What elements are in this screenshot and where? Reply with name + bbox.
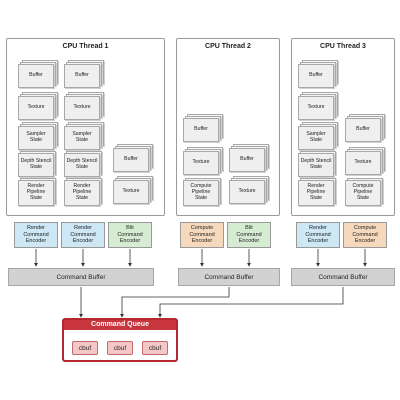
command-buffer-3: Command Buffer	[291, 268, 395, 286]
t3b-buffer: Buffer	[345, 114, 385, 142]
cbuf-2: cbuf	[107, 341, 133, 355]
t1c-texture: Texture	[113, 176, 153, 204]
cbuf-1: cbuf	[72, 341, 98, 355]
command-queue: Command Queue cbuf cbuf cbuf	[62, 318, 178, 362]
command-queue-title: Command Queue	[64, 320, 176, 330]
t3-compute-encoder: Compute Command Encoder	[343, 222, 387, 248]
t1a-render-pipeline-state: Render Pipeline State	[18, 178, 56, 206]
t2a-texture: Texture	[183, 147, 223, 175]
t1-render-encoder-2: Render Command Encoder	[61, 222, 105, 248]
t3a-buffer: Buffer	[298, 60, 338, 88]
t1b-buffer: Buffer	[64, 60, 104, 88]
cpu-thread-3-title: CPU Thread 3	[320, 43, 366, 50]
t1a-texture: Texture	[18, 92, 58, 120]
t1b-render-pipeline-state: Render Pipeline State	[64, 178, 102, 206]
t1b-sampler-state: Sampler State	[64, 122, 104, 150]
cpu-thread-1-title: CPU Thread 1	[62, 43, 109, 50]
t1-render-encoder-1: Render Command Encoder	[14, 222, 58, 248]
t2a-buffer: Buffer	[183, 114, 223, 142]
cbuf-3: cbuf	[142, 341, 168, 355]
t3a-texture: Texture	[298, 92, 338, 120]
t1a-buffer: Buffer	[18, 60, 58, 88]
command-buffer-1: Command Buffer	[8, 268, 154, 286]
arrow-cb3-queue	[158, 287, 344, 318]
t2-compute-encoder: Compute Command Encoder	[180, 222, 224, 248]
t1-blit-encoder: Blit Command Encoder	[108, 222, 152, 248]
t3-render-encoder: Render Command Encoder	[296, 222, 340, 248]
t2a-compute-pipeline-state: Compute Pipeline State	[183, 178, 221, 206]
t3a-render-pipeline-state: Render Pipeline State	[298, 178, 336, 206]
t1b-texture: Texture	[64, 92, 104, 120]
t2b-buffer: Buffer	[229, 144, 269, 172]
t1b-depth-stencil-state: Depth Stencil State	[64, 151, 102, 177]
t2b-texture: Texture	[229, 176, 269, 204]
t3a-sampler-state: Sampler State	[298, 122, 338, 150]
command-buffer-2: Command Buffer	[178, 268, 280, 286]
t1a-depth-stencil-state: Depth Stencil State	[18, 151, 56, 177]
t1a-sampler-state: Sampler State	[18, 122, 58, 150]
t3a-depth-stencil-state: Depth Stencil State	[298, 151, 336, 177]
cpu-thread-2-title: CPU Thread 2	[205, 43, 251, 50]
t1c-buffer: Buffer	[113, 144, 153, 172]
t2-blit-encoder: Blit Command Encoder	[227, 222, 271, 248]
t3b-compute-pipeline-state: Compute Pipeline State	[345, 178, 383, 206]
t3b-texture: Texture	[345, 147, 385, 175]
arrow-cb2-queue	[120, 287, 230, 318]
